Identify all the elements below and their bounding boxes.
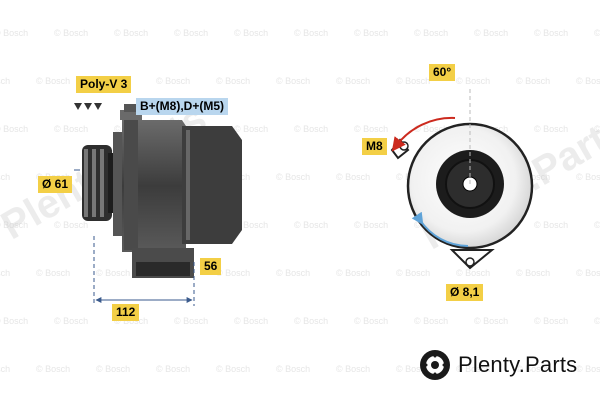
watermark-text: © Bosch	[114, 316, 149, 326]
watermark-text: © Bosch	[36, 268, 71, 278]
watermark-text: © Bosch	[354, 316, 389, 326]
watermark-text: © Bosch	[576, 268, 600, 278]
watermark-text: © Bosch	[396, 268, 431, 278]
watermark-text: © Bosch	[354, 220, 389, 230]
watermark-text: © Bosch	[576, 172, 600, 182]
watermark-text: © Bosch	[594, 316, 600, 326]
watermark-text: © Bosch	[0, 172, 11, 182]
watermark-text: © Bosch	[114, 28, 149, 38]
watermark-text: © Bosch	[336, 364, 371, 374]
watermark-text: © Bosch	[0, 76, 11, 86]
watermark-text: © Bosch	[0, 316, 29, 326]
watermark-text: © Bosch	[534, 28, 569, 38]
poly-v-belt-icon	[74, 103, 102, 110]
watermark-text: © Bosch	[354, 28, 389, 38]
watermark-text: © Bosch	[414, 124, 449, 134]
watermark-text: © Bosch	[516, 172, 551, 182]
watermark-text: © Bosch	[594, 28, 600, 38]
watermark-text: © Bosch	[294, 28, 329, 38]
pulley-diameter-label: Ø 61	[38, 176, 73, 193]
watermark-text: © Bosch	[294, 220, 329, 230]
watermark-text: © Bosch	[336, 76, 371, 86]
body-length-label: 112	[112, 304, 140, 321]
watermark-text: © Bosch	[234, 28, 269, 38]
watermark-text: © Bosch	[216, 364, 251, 374]
watermark-text: © Bosch	[414, 28, 449, 38]
mount-width-label: 56	[200, 258, 222, 275]
watermark-text: © Bosch	[396, 76, 431, 86]
watermark-text: © Bosch	[534, 316, 569, 326]
watermark-text: © Bosch	[396, 364, 431, 374]
watermark-text: © Bosch	[0, 268, 11, 278]
watermark-text: © Bosch	[54, 124, 89, 134]
pulley-side-view	[82, 145, 114, 221]
watermark-text: © Bosch	[174, 28, 209, 38]
watermark-text: © Bosch	[156, 76, 191, 86]
watermark-text: © Bosch	[294, 316, 329, 326]
watermark-text: © Bosch	[276, 76, 311, 86]
watermark-text: © Bosch	[276, 364, 311, 374]
watermark-text: © Bosch	[216, 268, 251, 278]
watermark-text: © Bosch	[576, 76, 600, 86]
watermark-text: © Bosch	[36, 76, 71, 86]
watermark-text: © Bosch	[534, 220, 569, 230]
watermark-text: © Bosch	[336, 172, 371, 182]
watermark-text: © Bosch	[54, 28, 89, 38]
watermark-text: © Bosch	[516, 364, 551, 374]
watermark-text: © Bosch	[474, 28, 509, 38]
watermark-text: © Bosch	[516, 76, 551, 86]
watermark-text: © Bosch	[234, 220, 269, 230]
watermark-text: © Bosch	[594, 124, 600, 134]
watermark-text: © Bosch	[456, 76, 491, 86]
watermark-text: © Bosch	[456, 268, 491, 278]
watermark-text: © Bosch	[354, 124, 389, 134]
watermark-text: © Bosch	[0, 220, 29, 230]
watermark-text: © Bosch	[534, 124, 569, 134]
angle-label: 60°	[429, 64, 456, 81]
watermark-text: © Bosch	[516, 268, 551, 278]
watermark-text: © Bosch	[576, 364, 600, 374]
terminals-label: B+(M8),D+(M5)	[136, 98, 229, 115]
watermark-text: © Bosch	[36, 364, 71, 374]
watermark-text: © Bosch	[294, 124, 329, 134]
watermark-text: © Bosch	[216, 76, 251, 86]
dimension-lines	[74, 169, 195, 306]
watermark-text: © Bosch	[276, 172, 311, 182]
brand-name: Plenty.Parts	[458, 352, 578, 377]
watermark-text: © Bosch	[336, 268, 371, 278]
watermark-text: © Bosch	[156, 364, 191, 374]
watermark-text: © Bosch	[234, 316, 269, 326]
belt-type-label: Poly-V 3	[76, 76, 132, 93]
watermark-text: © Bosch	[276, 268, 311, 278]
watermark-text: © Bosch	[234, 124, 269, 134]
hole-thread-label: M8	[362, 138, 387, 155]
watermark-text: © Bosch	[54, 316, 89, 326]
watermark-text: © Bosch	[0, 28, 29, 38]
watermark-text: © Bosch	[0, 364, 11, 374]
watermark-text: © Bosch	[96, 364, 131, 374]
watermark-text: © Bosch	[594, 220, 600, 230]
watermark-text: © Bosch	[174, 316, 209, 326]
watermark-text: © Bosch	[414, 316, 449, 326]
watermark-text: © Bosch	[96, 268, 131, 278]
alternator-body-side-view	[113, 104, 242, 278]
brake-disc-icon	[420, 350, 450, 380]
watermark-text: © Bosch	[474, 316, 509, 326]
plenty-parts-logo: Plenty.Parts	[418, 348, 577, 382]
hole-diameter-label: Ø 8,1	[446, 284, 484, 301]
watermark-text: © Bosch	[0, 124, 29, 134]
alternator-end-view	[390, 88, 534, 270]
watermark-text: © Bosch	[456, 364, 491, 374]
watermark-text: © Bosch	[54, 220, 89, 230]
